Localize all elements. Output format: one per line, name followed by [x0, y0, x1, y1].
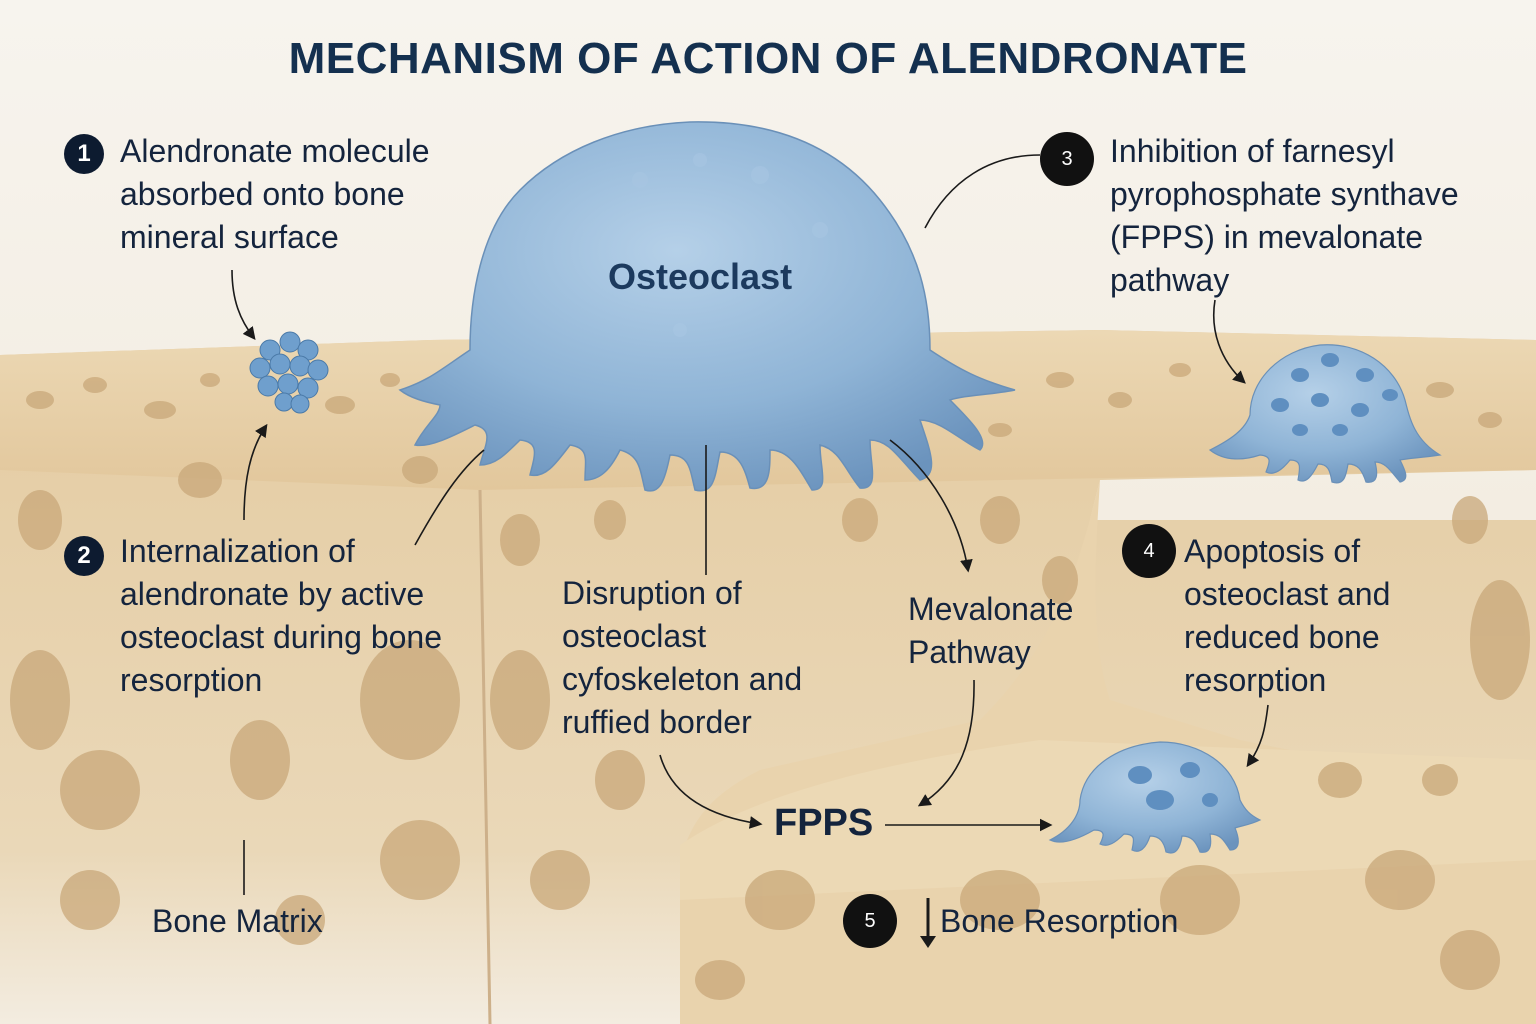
bone-matrix-label: Bone Matrix	[152, 903, 323, 939]
page-title: MECHANISM OF ACTION OF ALENDRONATE	[288, 34, 1248, 83]
step-3-text: Inhibition of farnesyl pyrophosphate syn…	[1110, 133, 1459, 298]
connector-arrows	[231, 154, 1269, 895]
step-5-badge: 5	[843, 894, 897, 948]
step-5-text: Bone Resorption	[940, 903, 1179, 939]
down-arrow-icon	[920, 898, 936, 948]
disruption-label: Disruption of osteoclast cyfoskeleton an…	[562, 575, 803, 740]
bone-pores	[10, 363, 1530, 1000]
step-2-badge: 2	[64, 536, 104, 576]
apoptotic-osteoclast	[1048, 741, 1262, 854]
step-2-text: Internalization of alendronate by active…	[120, 533, 442, 698]
alendronate-molecule	[249, 331, 329, 414]
fpps-label: FPPS	[774, 802, 874, 844]
inhibited-osteoclast	[1208, 344, 1442, 484]
osteoclast-cell	[398, 121, 1016, 492]
step-1-text: Alendronate molecule absorbed onto bone …	[120, 133, 430, 255]
step-4-text: Apoptosis of osteoclast and reduced bone…	[1184, 533, 1391, 698]
osteoclast-label: Osteoclast	[608, 256, 793, 297]
step-1-badge: 1	[64, 134, 104, 174]
step-3-badge: 3	[1040, 132, 1094, 186]
step-4-badge: 4	[1122, 524, 1176, 578]
mevalonate-pathway-label: Mevalonate Pathway	[908, 591, 1074, 670]
